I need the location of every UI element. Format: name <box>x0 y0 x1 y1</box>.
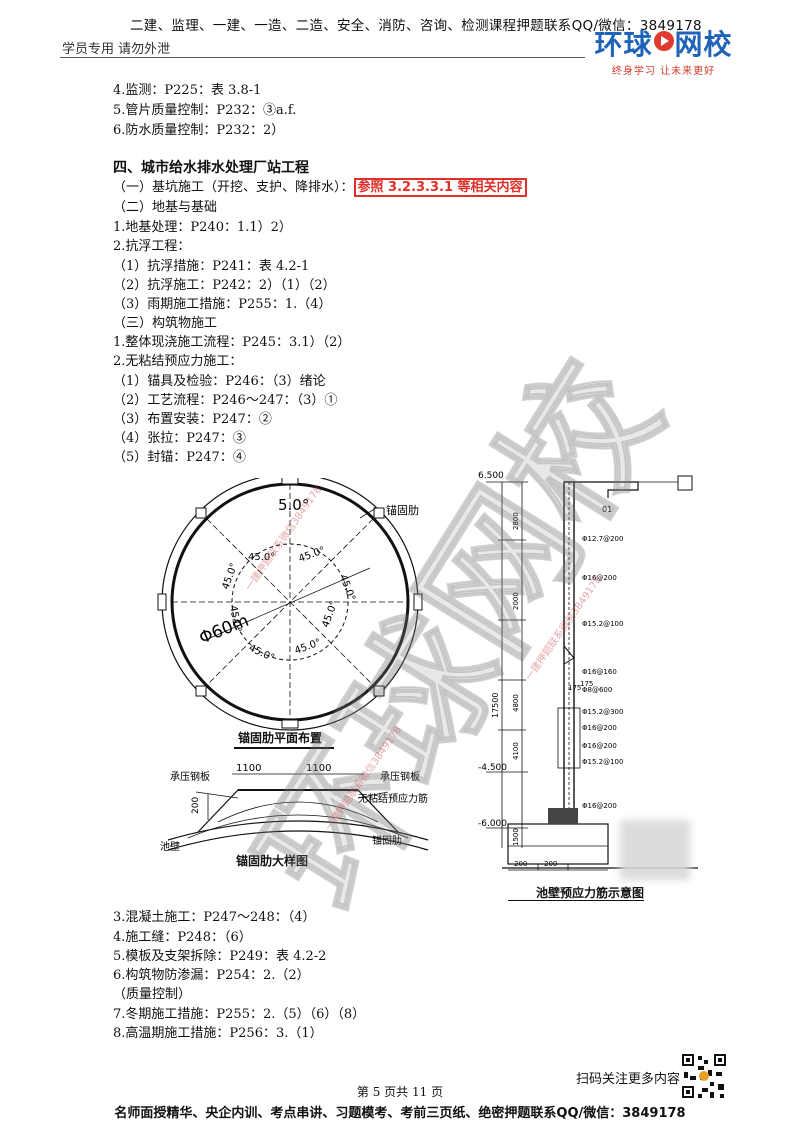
header-divider <box>60 57 585 58</box>
body-line: 1.整体现浇施工流程：P245：3.1）（2） <box>113 335 351 350</box>
section-bar-label: Φ8@600 <box>582 686 612 694</box>
body-line: 6.构筑物防渗漏：P254：2.（2） <box>113 968 310 983</box>
section-bar-label: Φ16@200 <box>582 724 617 732</box>
section-title: 四、城市给水排水处理厂站工程 <box>113 160 309 176</box>
logo-text-right: 网校 <box>674 28 733 61</box>
detail-tendon-label: 无粘结预应力筋 <box>358 792 428 805</box>
body-line: 8.高温期施工措施：P256：3.（1） <box>113 1026 323 1041</box>
section-bottom-dim: 200 <box>514 860 527 868</box>
section-elev-top: 6.500 <box>478 471 504 481</box>
logo-text-left: 环球 <box>594 28 653 61</box>
anchor-rib-plan-figure: 5.0° 45.0° 45.0° 45.0° 45.0° 45.0° 45.0°… <box>157 478 423 731</box>
detail-rib-label: 锚固肋 <box>372 834 402 847</box>
body-line: 5.管片质量控制：P232：③a.f. <box>113 103 297 118</box>
section-seg-height: 4100 <box>512 742 520 760</box>
plan-rib-label: 锚固肋 <box>386 503 419 517</box>
body-line: （1）抗浮措施：P241：表 4.2-1 <box>113 259 310 274</box>
plan-angle-top: 5.0° <box>278 496 309 514</box>
body-line: 2.无粘结预应力施工： <box>113 354 243 369</box>
body-line: （5）封锚：P247：④ <box>113 450 246 465</box>
page-number: 第 5 页共 11 页 <box>356 1085 444 1099</box>
caption-underline <box>508 900 644 901</box>
body-line: （4）张拉：P247：③ <box>113 431 246 446</box>
excavation-reference: 参照 3.2.3.3.1 等相关内容 <box>353 178 527 197</box>
section-bar-label: Φ15.2@100 <box>582 620 623 628</box>
plan-angle-label: 45.0° <box>337 573 357 602</box>
body-line: （2）抗浮施工：P242：2）（1）（2） <box>113 278 336 293</box>
body-line: 3.混凝土施工：P247～248：（4） <box>113 910 316 925</box>
plan-angle-label: 45.0° <box>220 562 240 591</box>
blurred-area <box>620 820 690 880</box>
body-line: 6.防水质量控制：P232：2） <box>113 123 285 138</box>
plan-angle-label: 45.0° <box>293 637 322 657</box>
section-bar-label: Φ15.2@300 <box>582 708 623 716</box>
section-total-height: 17500 <box>491 693 500 718</box>
plan-angle-label: 45.0° <box>248 552 275 563</box>
body-line: （三）构筑物施工 <box>113 316 218 331</box>
scan-note: 扫码关注更多内容 <box>575 1072 680 1087</box>
body-line: 5.模板及支架拆除：P249：表 4.2-2 <box>113 949 327 964</box>
section-elev-bot: -6.000 <box>478 819 507 829</box>
section-ref-label: 01 <box>602 505 612 514</box>
section-bar-label: Φ16@200 <box>582 742 617 750</box>
section-elev-mid: -4.500 <box>478 763 507 773</box>
section-bottom-dim: 200 <box>544 860 557 868</box>
section-dim-175: 175 <box>568 684 581 692</box>
body-line: （二）地基与基础 <box>113 200 218 215</box>
body-line: 2.抗浮工程： <box>113 239 191 254</box>
logo-slogan: 终身学习 让未来更好 <box>611 66 716 77</box>
detail-plate-right: 承压钢板 <box>380 770 420 783</box>
detail-dim-height: 200 <box>191 797 201 814</box>
section-bar-label: Φ15.2@100 <box>582 758 623 766</box>
body-line: 1.地基处理：P240：1.1）2） <box>113 220 292 235</box>
section-bar-label: Φ16@160 <box>582 668 617 676</box>
body-line: 4.施工缝：P248：（6） <box>113 930 252 945</box>
section-bar-label: Φ16@200 <box>582 802 617 810</box>
section-seg-height: 4800 <box>512 694 520 712</box>
play-icon <box>653 31 674 51</box>
plan-figure-caption: 锚固肋平面布置 <box>238 731 323 745</box>
plan-angle-label: 45.0° <box>247 643 276 664</box>
section-dim-175: 175 <box>580 680 593 688</box>
detail-wall-label: 池壁 <box>160 840 180 853</box>
detail-dim-left: 1100 <box>236 763 261 774</box>
excavation-label: （一）基坑施工（开挖、支护、降排水）： <box>113 180 354 195</box>
qr-code-icon[interactable] <box>680 1052 728 1100</box>
wall-prestress-section-figure: 6.500 -4.500 -6.000 17500 2800 2000 4800… <box>478 471 698 871</box>
section-seg-height: 2000 <box>512 592 520 610</box>
body-line: （3）布置安装：P247：② <box>113 412 272 427</box>
body-line: （质量控制） <box>113 987 192 1002</box>
body-line: （3）雨期施工措施：P255：1.（4） <box>113 297 332 312</box>
confidential-note: 学员专用 请勿外泄 <box>62 42 171 57</box>
plan-angle-label: 45.0° <box>227 605 243 634</box>
excavation-line: （一）基坑施工（开挖、支护、降排水）：参照 3.2.3.3.1 等相关内容 <box>113 178 527 197</box>
section-seg-height: 1500 <box>512 828 520 846</box>
header-banner: 二建、监理、一建、一造、二造、安全、消防、咨询、检测课程押题联系QQ/微信：38… <box>130 18 702 34</box>
body-line: （2）工艺流程：P246～247：（3）① <box>113 393 338 408</box>
section-seg-height: 2800 <box>512 512 520 530</box>
body-line: （1）锚具及检验：P246：（3）绪论 <box>113 374 326 389</box>
caption-underline <box>234 747 334 749</box>
detail-plate-left: 承压钢板 <box>170 770 210 783</box>
section-figure-caption: 池壁预应力筋示意图 <box>536 886 645 900</box>
detail-figure-caption: 锚固肋大样图 <box>236 854 309 868</box>
plan-angle-label: 45.0° <box>320 600 340 629</box>
body-line: 4.监测：P225：表 3.8-1 <box>113 83 262 98</box>
plan-angle-label: 45.0° <box>297 545 326 565</box>
detail-dim-right: 1100 <box>306 763 331 774</box>
plan-diameter: Φ60m <box>196 611 251 649</box>
footer-banner: 名师面授精华、央企内训、考点串讲、习题模考、考前三页纸、绝密押题联系QQ/微信：… <box>114 1106 686 1121</box>
brand-logo: 环球网校 终身学习 让未来更好 <box>591 30 736 80</box>
body-line: 7.冬期施工措施：P255：2.（5）（6）（8） <box>113 1007 366 1022</box>
section-bar-label: Φ12.7@200 <box>582 535 623 543</box>
anchor-rib-detail-figure: 1100 1100 200 承压钢板 承压钢板 无粘结预应力筋 池壁 锚固肋 <box>160 763 429 853</box>
section-bar-label: Φ16@200 <box>582 574 617 582</box>
